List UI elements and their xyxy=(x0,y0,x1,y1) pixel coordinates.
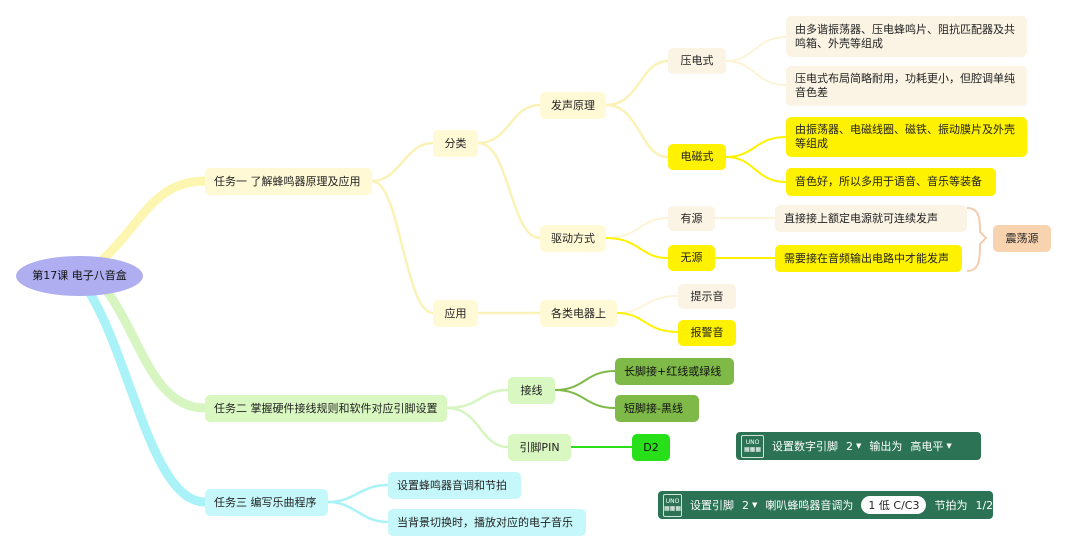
block1-mid: 输出为 xyxy=(869,440,903,453)
connector-appliances-hint xyxy=(616,295,679,314)
block1-pin-dropdown[interactable]: 2▼ xyxy=(846,439,862,453)
block1-level-dropdown[interactable]: 高电平▼ xyxy=(910,440,952,453)
set-buzzer-tone-block[interactable]: UNO▦▦▦ 设置引脚 2▼ 喇叭蜂鸣器音调为 1 低 C/C3 节拍为 1/2… xyxy=(658,491,1002,519)
connector-piezo-desc2 xyxy=(725,60,787,86)
connector-root-task2 xyxy=(95,277,210,413)
sound-principle-topic[interactable]: 发声原理 xyxy=(540,92,606,119)
connector-classify-sound xyxy=(477,103,541,145)
long-leg-wiring[interactable]: 长脚接+红线或绿线 xyxy=(615,358,734,385)
magnetic-desc-2[interactable]: 音色好，所以多用于语音、音乐等装备 xyxy=(786,168,996,196)
connector-wiring-long xyxy=(554,370,616,391)
task2-topic[interactable]: 任务二 掌握硬件接线规则和软件对应引脚设置 xyxy=(205,395,447,422)
classify-topic[interactable]: 分类 xyxy=(433,130,478,157)
connector-wiring-short xyxy=(554,389,616,409)
drive-mode-topic[interactable]: 驱动方式 xyxy=(540,225,606,252)
connector-task3-item2 xyxy=(327,500,389,524)
uno-board-icon: UNO▦▦▦ xyxy=(741,434,764,458)
connector-drive-active xyxy=(605,217,669,239)
block2-beat-dropdown[interactable]: 1/2▼ xyxy=(975,498,1002,512)
block2-pin-dropdown[interactable]: 2▼ xyxy=(742,498,758,512)
connector-sound-piezo xyxy=(605,59,669,107)
connector-sound-magnetic xyxy=(605,103,669,159)
pin-topic[interactable]: 引脚PIN xyxy=(508,434,571,461)
appliances-topic[interactable]: 各类电器上 xyxy=(540,300,617,327)
piezo-desc-1[interactable]: 由多谐振荡器、压电蜂鸣片、阻抗匹配器及共鸣箱、外壳等组成 xyxy=(786,16,1027,57)
connector-magnetic-desc2 xyxy=(725,156,787,183)
connector-drive-passive xyxy=(605,237,669,259)
connector-appliances-alarm xyxy=(616,312,679,333)
block1-prefix: 设置数字引脚 xyxy=(772,440,838,453)
connector-root-task3 xyxy=(80,281,210,507)
chevron-down-icon: ▼ xyxy=(752,501,758,509)
task3-item-background-music[interactable]: 当背景切换时，播放对应的电子音乐 xyxy=(388,509,586,536)
connector-task3-item1 xyxy=(327,483,389,504)
connector-classify-drive xyxy=(477,141,541,240)
chevron-down-icon: ▼ xyxy=(996,501,1002,509)
summary-bracket xyxy=(966,207,988,272)
passive-desc[interactable]: 需要接在音频输出电路中才能发声 xyxy=(775,245,962,272)
alarm-sound-topic[interactable]: 报警音 xyxy=(678,320,736,346)
short-leg-wiring[interactable]: 短脚接-黑线 xyxy=(615,395,699,422)
active-topic[interactable]: 有源 xyxy=(668,206,715,231)
piezo-topic[interactable]: 压电式 xyxy=(668,48,726,74)
passive-topic[interactable]: 无源 xyxy=(668,245,715,271)
task3-topic[interactable]: 任务三 编写乐曲程序 xyxy=(205,489,328,516)
wiring-topic[interactable]: 接线 xyxy=(508,377,555,404)
magnetic-desc-1[interactable]: 由振荡器、电磁线圈、磁铁、振动膜片及外壳等组成 xyxy=(786,117,1027,157)
piezo-desc-2[interactable]: 压电式布局简略耐用，功耗更小，但腔调单纯音色差 xyxy=(786,66,1027,106)
magnetic-topic[interactable]: 电磁式 xyxy=(668,144,726,170)
connector-task1-apply xyxy=(371,179,434,315)
oscillation-source-summary[interactable]: 震荡源 xyxy=(993,225,1051,252)
chevron-down-icon: ▼ xyxy=(946,442,952,450)
connector-task2-pin xyxy=(446,406,509,449)
connector-root-task1 xyxy=(90,176,210,271)
active-desc[interactable]: 直接接上额定电源就可连续发声 xyxy=(775,205,967,232)
connector-task1-classify xyxy=(371,141,434,183)
set-digital-pin-block[interactable]: UNO▦▦▦ 设置数字引脚 2▼ 输出为 高电平▼ xyxy=(736,432,981,460)
block2-mid: 喇叭蜂鸣器音调为 xyxy=(765,499,854,512)
chevron-down-icon: ▼ xyxy=(856,442,862,450)
uno-board-icon: UNO▦▦▦ xyxy=(663,493,683,517)
task1-topic[interactable]: 任务一 了解蜂鸣器原理及应用 xyxy=(205,168,372,195)
application-topic[interactable]: 应用 xyxy=(433,300,478,327)
task3-item-tone-beat[interactable]: 设置蜂鸣器音调和节拍 xyxy=(388,472,521,499)
block2-prefix: 设置引脚 xyxy=(690,499,735,512)
connector-magnetic-desc1 xyxy=(725,136,787,158)
pin-value[interactable]: D2 xyxy=(632,434,670,461)
connector-piezo-desc1 xyxy=(725,36,787,62)
root-topic[interactable]: 第17课 电子八音盒 xyxy=(16,256,143,296)
block2-beat-label: 节拍为 xyxy=(934,499,968,512)
block2-note-input[interactable]: 1 低 C/C3 xyxy=(861,496,927,514)
hint-sound-topic[interactable]: 提示音 xyxy=(678,284,736,309)
connector-task2-wiring xyxy=(446,388,509,410)
